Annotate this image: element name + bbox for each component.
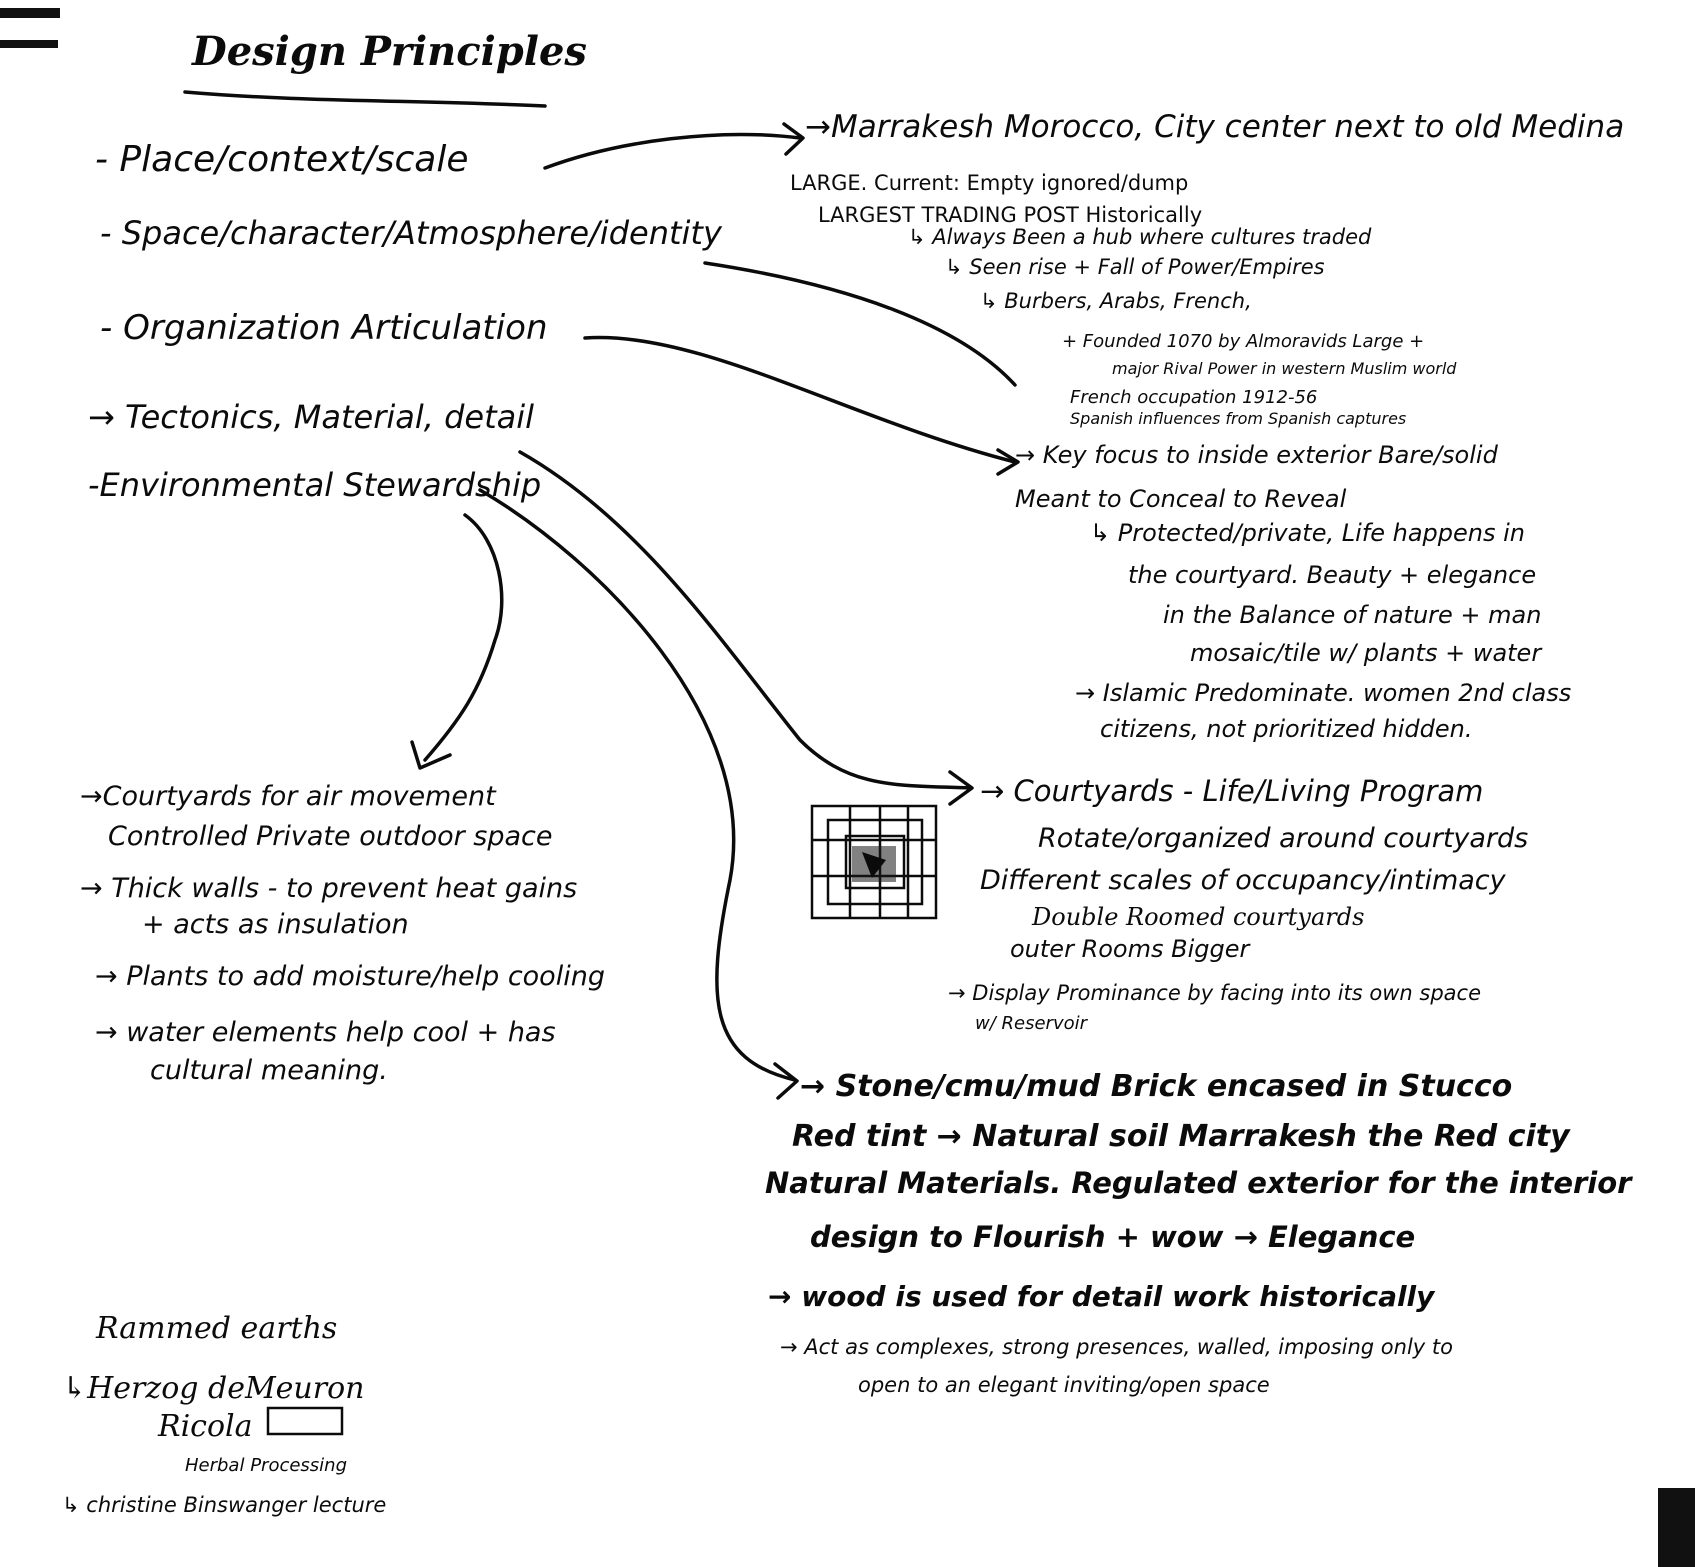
organization-line-0: → Courtyards - Life/Living Program <box>980 776 1483 808</box>
arrow-tectonics-to-courtyards <box>520 452 970 788</box>
organization-line-6: w/ Reservoir <box>975 1014 1087 1034</box>
env-note-4: + acts as insulation <box>142 910 409 940</box>
env-note-5: → Plants to add moisture/help cooling <box>95 962 605 992</box>
env-note-3: → Thick walls - to prevent heat gains <box>80 874 577 904</box>
principle-environmental: -Environmental Stewardship <box>88 468 541 503</box>
space-line-6: → Islamic Predominate. women 2nd class <box>1075 680 1571 706</box>
place-line-1: LARGE. Current: Empty ignored/dump <box>790 172 1188 195</box>
arrow-space-to-keyfocus <box>705 263 1015 385</box>
space-line-0: → Key focus to inside exterior Bare/soli… <box>1015 442 1498 468</box>
env-note-7: cultural meaning. <box>150 1056 388 1086</box>
place-line-0: →Marrakesh Morocco, City center next to … <box>805 110 1624 144</box>
reference-binswanger: ↳ christine Binswanger lecture <box>62 1494 386 1517</box>
reference-ricola: Ricola <box>158 1410 253 1443</box>
env-note-1: →Courtyards for air movement <box>80 782 496 812</box>
place-line-3: ↳ Always Been a hub where cultures trade… <box>908 226 1371 249</box>
space-line-2: ↳ Protected/private, Life happens in <box>1090 520 1525 546</box>
reference-herbal-processing: Herbal Processing <box>185 1456 347 1476</box>
tectonics-line-2: Natural Materials. Regulated exterior fo… <box>765 1168 1631 1200</box>
principle-tectonics: → Tectonics, Material, detail <box>88 400 534 435</box>
principle-place: - Place/context/scale <box>95 140 468 180</box>
tectonics-line-0: → Stone/cmu/mud Brick encased in Stucco <box>800 1070 1512 1103</box>
place-line-7: major Rival Power in western Muslim worl… <box>1112 360 1456 378</box>
reference-herzog: ↳Herzog deMeuron <box>62 1372 364 1405</box>
place-line-4: ↳ Seen rise + Fall of Power/Empires <box>945 256 1325 279</box>
page-title: Design Principles <box>192 30 587 74</box>
place-line-6: + Founded 1070 by Almoravids Large + <box>1062 332 1424 352</box>
tectonics-line-5: → Act as complexes, strong presences, wa… <box>780 1336 1453 1359</box>
arrow-organization <box>585 337 1015 462</box>
space-line-7: citizens, not prioritized hidden. <box>1100 716 1472 742</box>
space-line-3: the courtyard. Beauty + elegance <box>1128 562 1536 588</box>
place-line-2: LARGEST TRADING POST Historically <box>818 204 1202 227</box>
tectonics-line-1: Red tint → Natural soil Marrakesh the Re… <box>792 1120 1570 1153</box>
place-line-5: ↳ Burbers, Arabs, French, <box>980 290 1252 313</box>
arrow-place-to-marrakesh <box>545 135 800 168</box>
arrow-environmental-to-notes <box>425 515 502 760</box>
principle-space: - Space/character/Atmosphere/identity <box>100 216 722 251</box>
organization-line-3: Double Roomed courtyards <box>1032 904 1364 930</box>
title-underline <box>185 92 545 106</box>
space-line-5: mosaic/tile w/ plants + water <box>1190 640 1541 666</box>
organization-line-4: outer Rooms Bigger <box>1010 936 1249 962</box>
organization-line-2: Different scales of occupancy/intimacy <box>980 866 1506 896</box>
space-line-4: in the Balance of nature + man <box>1163 602 1541 628</box>
env-note-6: → water elements help cool + has <box>95 1018 556 1048</box>
place-line-8: French occupation 1912-56 <box>1070 388 1317 408</box>
tectonics-line-6: open to an elegant inviting/open space <box>858 1374 1270 1397</box>
env-note-2: Controlled Private outdoor space <box>108 822 553 852</box>
tectonics-line-4: → wood is used for detail work historica… <box>768 1282 1434 1313</box>
tectonics-line-3: design to Flourish + wow → Elegance <box>810 1222 1415 1254</box>
reference-rammed-earth: Rammed earths <box>96 1312 337 1345</box>
organization-line-1: Rotate/organized around courtyards <box>1038 824 1528 854</box>
principle-organization: - Organization Articulation <box>100 310 548 347</box>
place-line-9: Spanish influences from Spanish captures <box>1070 410 1406 428</box>
space-line-1: Meant to Conceal to Reveal <box>1015 486 1346 512</box>
organization-line-5: → Display Prominance by facing into its … <box>948 982 1481 1005</box>
